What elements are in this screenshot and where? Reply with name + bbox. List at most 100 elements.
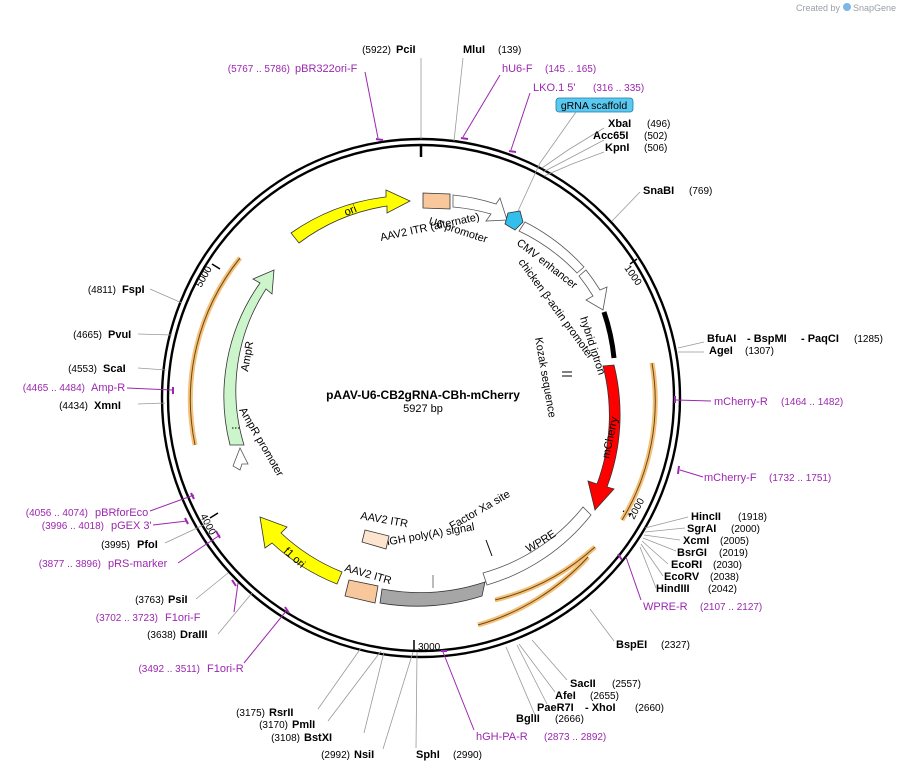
svg-text:(2042): (2042) [708,584,737,595]
svg-text:(1285): (1285) [854,334,883,345]
tick-3000: 3000 [418,642,441,653]
primer-amp-r[interactable]: (4465 .. 4484) Amp-R [23,382,126,394]
svg-text:(2655): (2655) [590,691,619,702]
enzyme-sacii[interactable]: SacII (2557) [570,678,641,690]
svg-text:- PaqCI: - PaqCI [801,333,839,345]
svg-text:PmlI: PmlI [292,719,315,731]
feature-mcherry[interactable]: mCherry [587,364,621,511]
enzyme-bstxi[interactable]: (3108) BstXI [271,732,332,744]
enzyme-labels: (5922) PciI MluI (139) XbaI (496) Acc65I… [59,44,883,761]
primer-f1ori-f[interactable]: (3702 .. 3723) F1ori-F [96,612,201,624]
svg-text:(3170): (3170) [259,720,288,731]
primer-wpre-r[interactable]: WPRE-R (2107 .. 2127) [643,601,762,613]
feature-kozak-sequence[interactable]: Kozak sequence [532,336,572,419]
svg-text:hGH-PA-R: hGH-PA-R [476,731,528,743]
feature-kozak-label: Kozak sequence [532,336,558,418]
primer-lko1-5[interactable]: LKO.1 5' (316 .. 335) [533,82,644,94]
svg-text:(2019): (2019) [719,548,748,559]
grna-scaffold-label-box[interactable]: gRNA scaffold [517,97,634,212]
primer-pgex-3[interactable]: (3996 .. 4018) pGEX 3' [42,520,152,532]
svg-text:HindIII: HindIII [656,583,690,595]
enzyme-hindiii[interactable]: HindIII (2042) [656,583,737,595]
enzyme-hincii[interactable]: HincII (1918) [691,511,767,523]
svg-text:(145 .. 165): (145 .. 165) [545,64,596,75]
svg-text:HincII: HincII [691,511,721,523]
enzyme-xmni[interactable]: (4434) XmnI [59,400,121,412]
feature-ampr[interactable]: AmpR [223,269,275,446]
primer-pbr322ori-f[interactable]: (5767 .. 5786) pBR322ori-F [228,63,358,75]
enzyme-ecorv[interactable]: EcoRV (2038) [664,571,739,583]
enzyme-afei[interactable]: AfeI (2655) [555,690,619,702]
svg-text:(3877 .. 3896): (3877 .. 3896) [39,559,101,570]
enzyme-pcii[interactable]: (5922) PciI [362,44,415,56]
svg-text:(139): (139) [498,45,521,56]
feature-factor-xa[interactable]: Factor Xa site [448,488,513,557]
svg-text:Amp-R: Amp-R [91,382,125,394]
svg-text:(5767 .. 5786): (5767 .. 5786) [228,64,290,75]
feature-f1-ori[interactable]: f1 ori [259,516,343,585]
svg-text:(3492 .. 3511): (3492 .. 3511) [138,664,200,675]
svg-text:(506): (506) [644,143,667,154]
enzyme-scai[interactable]: (4553) ScaI [68,363,126,375]
svg-text:(2990): (2990) [453,750,482,761]
svg-text:MluI: MluI [463,44,485,56]
svg-text:(3995): (3995) [101,540,130,551]
svg-text:EcoRI: EcoRI [671,559,702,571]
svg-text:RsrII: RsrII [269,707,293,719]
enzyme-bfuai-bspmi-paqci[interactable]: BfuAI - BspMI - PaqCI (1285) [707,333,883,345]
svg-text:(2992): (2992) [321,750,350,761]
svg-text:BfuAI: BfuAI [707,333,736,345]
enzyme-pvui[interactable]: (4665) PvuI [73,329,131,341]
enzyme-rsrii[interactable]: (3175) RsrII [236,707,293,719]
enzyme-mlui[interactable]: MluI (139) [463,44,521,56]
enzyme-xcmi[interactable]: XcmI (2005) [683,535,749,547]
svg-text:NsiI: NsiI [354,749,374,761]
svg-text:(2327): (2327) [661,640,690,651]
primer-prs-marker[interactable]: (3877 .. 3896) pRS-marker [39,558,168,570]
enzyme-xbai[interactable]: XbaI (496) [608,118,670,130]
enzyme-snabi[interactable]: SnaBI (769) [643,185,712,197]
enzyme-sphi[interactable]: SphI (2990) [416,749,482,761]
snapgene-logo-icon [843,3,851,11]
svg-text:(3763): (3763) [135,595,164,606]
svg-text:AfeI: AfeI [555,690,576,702]
enzyme-draiii[interactable]: (3638) DraIII [147,629,207,641]
svg-text:(1918): (1918) [738,512,767,523]
enzyme-agei[interactable]: AgeI (1307) [709,345,774,357]
svg-text:SacII: SacII [570,678,596,690]
enzyme-kpni[interactable]: KpnI (506) [605,142,667,154]
primer-hgh-pa-r[interactable]: hGH-PA-R (2873 .. 2892) [476,731,606,743]
enzyme-bglii[interactable]: BglII (2666) [516,713,584,725]
primer-pbrforeco[interactable]: (4056 .. 4074) pBRforEco [26,507,148,519]
svg-text:Acc65I: Acc65I [593,130,628,142]
enzyme-bspei[interactable]: BspEI (2327) [616,639,690,651]
feature-hgh-polya[interactable]: hGH poly(A) signal [379,521,486,607]
primer-mcherry-r[interactable]: mCherry-R (1464 .. 1482) [714,396,843,408]
svg-text:(1732 .. 1751): (1732 .. 1751) [769,473,831,484]
primer-hu6-f[interactable]: hU6-F (145 .. 165) [502,63,596,75]
enzyme-ecori[interactable]: EcoRI (2030) [671,559,742,571]
feature-ampr-label: AmpR [239,340,256,372]
enzyme-paer7i-xhoi[interactable]: PaeR7I - XhoI (2660) [537,702,664,714]
enzyme-sgrai[interactable]: SgrAI (2000) [687,523,760,535]
snapgene-watermark[interactable]: Created by SnapGene [796,3,896,13]
watermark-brand: SnapGene [853,3,896,13]
svg-text:(2660): (2660) [635,703,664,714]
svg-text:(502): (502) [644,131,667,142]
enzyme-leader-lines [137,57,705,750]
feature-ori[interactable]: ori [290,189,411,244]
feature-grna-scaffold-arrow[interactable] [504,210,524,231]
primer-mcherry-f[interactable]: mCherry-F (1732 .. 1751) [704,472,831,484]
enzyme-bsrgi[interactable]: BsrGI (2019) [677,547,748,559]
svg-text:pGEX 3': pGEX 3' [111,520,152,532]
primer-f1ori-r[interactable]: (3492 .. 3511) F1ori-R [138,663,243,675]
svg-text:FspI: FspI [122,284,145,296]
enzyme-pmli[interactable]: (3170) PmlI [259,719,315,731]
enzyme-nsii[interactable]: (2992) NsiI [321,749,374,761]
enzyme-fspi[interactable]: (4811) FspI [88,284,145,296]
enzyme-psii[interactable]: (3763) PsiI [135,594,187,606]
enzyme-acc65i[interactable]: Acc65I (502) [593,130,667,142]
plasmid-size: 5927 bp [403,403,443,415]
enzyme-pfoi[interactable]: (3995) PfoI [101,539,158,551]
